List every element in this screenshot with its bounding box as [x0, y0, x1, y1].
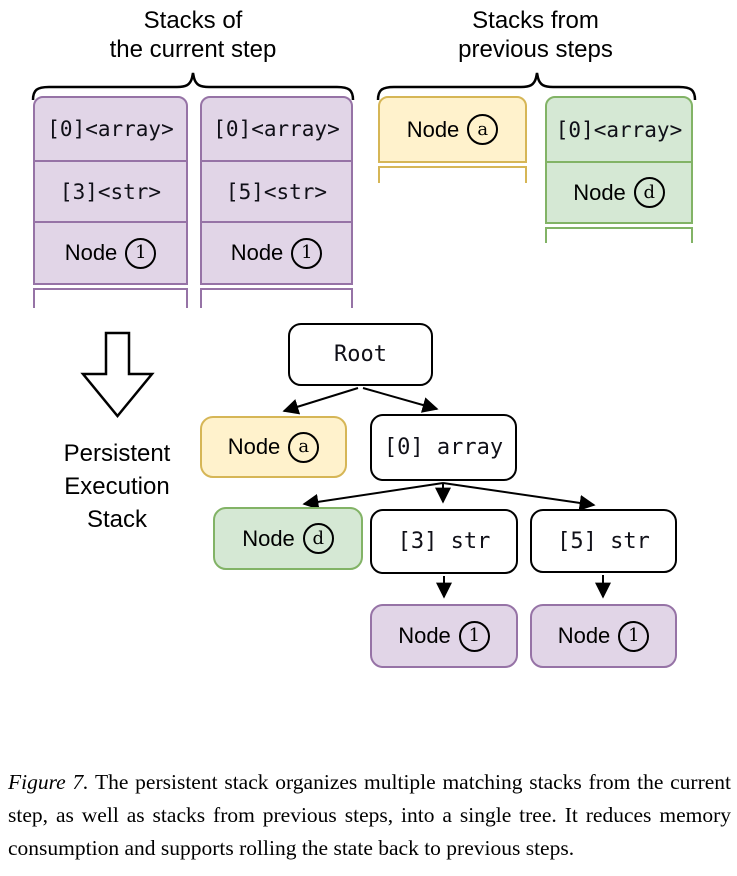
node-label: Node [406, 116, 460, 142]
tree-node-text: [3] str [397, 529, 491, 554]
edge-array-to-node-d [302, 482, 444, 510]
stack-cell: [0]<array> [547, 98, 691, 161]
stack-cell: [0]<array> [35, 98, 186, 160]
tree-node-text: [5] str [557, 528, 650, 554]
label-line: Execution [64, 473, 170, 500]
stack-previous-yellow: Node a [378, 96, 527, 183]
stack-cell-text: [0]<array> [47, 117, 174, 141]
stack-cell-text: [0]<array> [555, 117, 683, 142]
node-label: Node [557, 623, 611, 648]
stack-cell-node: Node 1 [64, 237, 157, 269]
node-label: Node [230, 240, 284, 265]
label-stacks-previous-steps: Stacks from previous steps [378, 6, 693, 64]
circled-d-badge: d [302, 523, 334, 554]
edge-root-to-array [362, 387, 439, 413]
stack-open-tail [545, 227, 693, 243]
label-line: Stacks from [472, 7, 599, 34]
stack-previous-green: [0]<array> Node d [545, 96, 693, 243]
tree-node-text: [0] array [383, 435, 504, 460]
stack-previous-green-box: [0]<array> Node d [545, 96, 693, 224]
stack-current-1: [0]<array> [3]<str> Node 1 [33, 96, 188, 308]
label-line: Persistent [63, 440, 171, 467]
label-line: the current step [109, 36, 277, 63]
node-label: Node [242, 525, 295, 551]
stack-cell: Node a [380, 98, 525, 161]
figure-caption-text: The persistent stack organizes multiple … [8, 769, 731, 860]
stack-open-tail [378, 166, 527, 183]
stack-cell-text: [0]<array> [213, 117, 340, 141]
stack-cell-text: [5]<str> [225, 179, 328, 204]
tree-node-content: Node d [242, 523, 334, 554]
tree-node-content: Node 1 [398, 620, 490, 652]
tree-node-1-right: Node 1 [530, 604, 677, 668]
label-line: previous steps [458, 36, 613, 63]
stack-cell: Node d [547, 161, 691, 222]
stack-cell-node: Node a [407, 114, 499, 145]
stack-cell: [3]<str> [35, 160, 186, 221]
stack-cell: Node 1 [202, 221, 351, 283]
tree-node-str3: [3] str [370, 509, 518, 574]
persistent-execution-stack-label: Persistent Execution Stack [17, 437, 217, 536]
figure-caption-label: Figure 7. [8, 769, 89, 794]
stack-cell-text: [3]<str> [59, 179, 162, 204]
tree-node-content: Node a [227, 431, 320, 463]
tree-node-root: Root [288, 323, 433, 386]
figure-caption: Figure 7. The persistent stack organizes… [8, 766, 731, 865]
circled-a-badge: a [288, 431, 320, 463]
big-down-arrow [80, 331, 155, 418]
circled-1-badge: 1 [291, 237, 323, 269]
circled-1-badge: 1 [125, 237, 157, 269]
tree-node-content: Node 1 [557, 620, 650, 652]
stack-cell: [0]<array> [202, 98, 351, 160]
stack-cell-node: Node 1 [230, 237, 323, 269]
stack-cell-node: Node d [573, 177, 665, 208]
stack-cell: [5]<str> [202, 160, 351, 221]
tree-node-d: Node d [213, 507, 363, 570]
circled-1-badge: 1 [458, 620, 490, 652]
node-label: Node [227, 434, 281, 459]
tree-node-a: Node a [200, 416, 347, 478]
stack-current-1-box: [0]<array> [3]<str> Node 1 [33, 96, 188, 285]
label-line: Stack [86, 506, 148, 533]
edge-array-to-str5 [442, 482, 596, 511]
tree-node-text: Root [334, 342, 387, 367]
tree-node-1-left: Node 1 [370, 604, 518, 668]
label-stacks-current-step: Stacks of the current step [33, 6, 353, 64]
circled-d-badge: d [633, 177, 665, 208]
tree-node-array: [0] array [370, 414, 517, 481]
edge-root-to-node-a [282, 387, 359, 415]
stack-open-tail [33, 288, 188, 308]
stack-cell: Node 1 [35, 221, 186, 283]
circled-1-badge: 1 [618, 620, 650, 652]
node-label: Node [64, 240, 118, 265]
node-label: Node [573, 179, 626, 205]
stack-previous-yellow-box: Node a [378, 96, 527, 163]
circled-a-badge: a [467, 114, 499, 145]
node-label: Node [398, 623, 451, 648]
stack-open-tail [200, 288, 353, 308]
tree-node-str5: [5] str [530, 509, 677, 573]
stack-current-2-box: [0]<array> [5]<str> Node 1 [200, 96, 353, 285]
label-line: Stacks of [143, 7, 243, 34]
stack-current-2: [0]<array> [5]<str> Node 1 [200, 96, 353, 308]
